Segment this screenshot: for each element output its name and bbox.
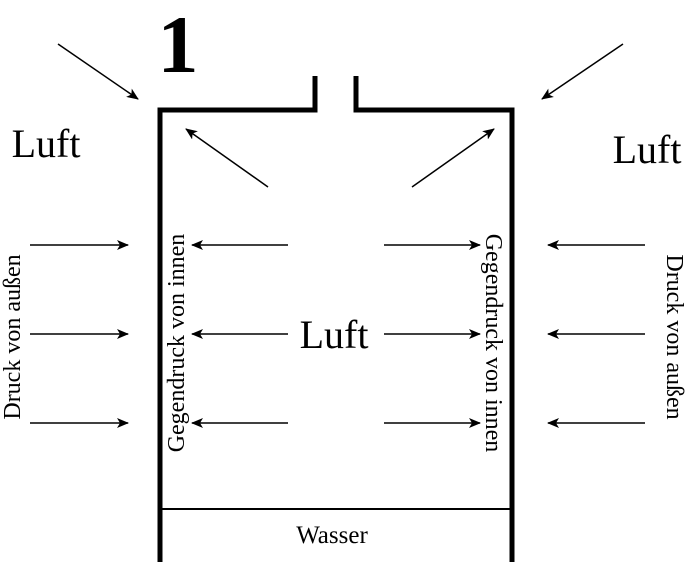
gegendruck-von-innen-right-label: Gegendruck von innen bbox=[480, 234, 506, 453]
inside-diagonal-arrow-left bbox=[185, 128, 269, 188]
luft-inside-label: Luft bbox=[300, 312, 369, 357]
figure-number: 1 bbox=[158, 0, 199, 90]
outside-diagonal-arrow-right bbox=[541, 43, 624, 100]
container-outline bbox=[157, 76, 515, 562]
druck-von-aussen-left-label: Druck von außen bbox=[0, 254, 26, 419]
water-label: Wasser bbox=[296, 522, 368, 549]
gegendruck-von-innen-left-label: Gegendruck von innen bbox=[164, 234, 190, 453]
outside-diagonal-arrow-left bbox=[57, 43, 139, 100]
inside-diagonal-arrow-right bbox=[411, 128, 495, 188]
luft-outside-left-label: Luft bbox=[12, 121, 81, 166]
luft-outside-right-label: Luft bbox=[613, 127, 682, 172]
druck-von-aussen-right-label: Druck von außen bbox=[661, 254, 687, 419]
